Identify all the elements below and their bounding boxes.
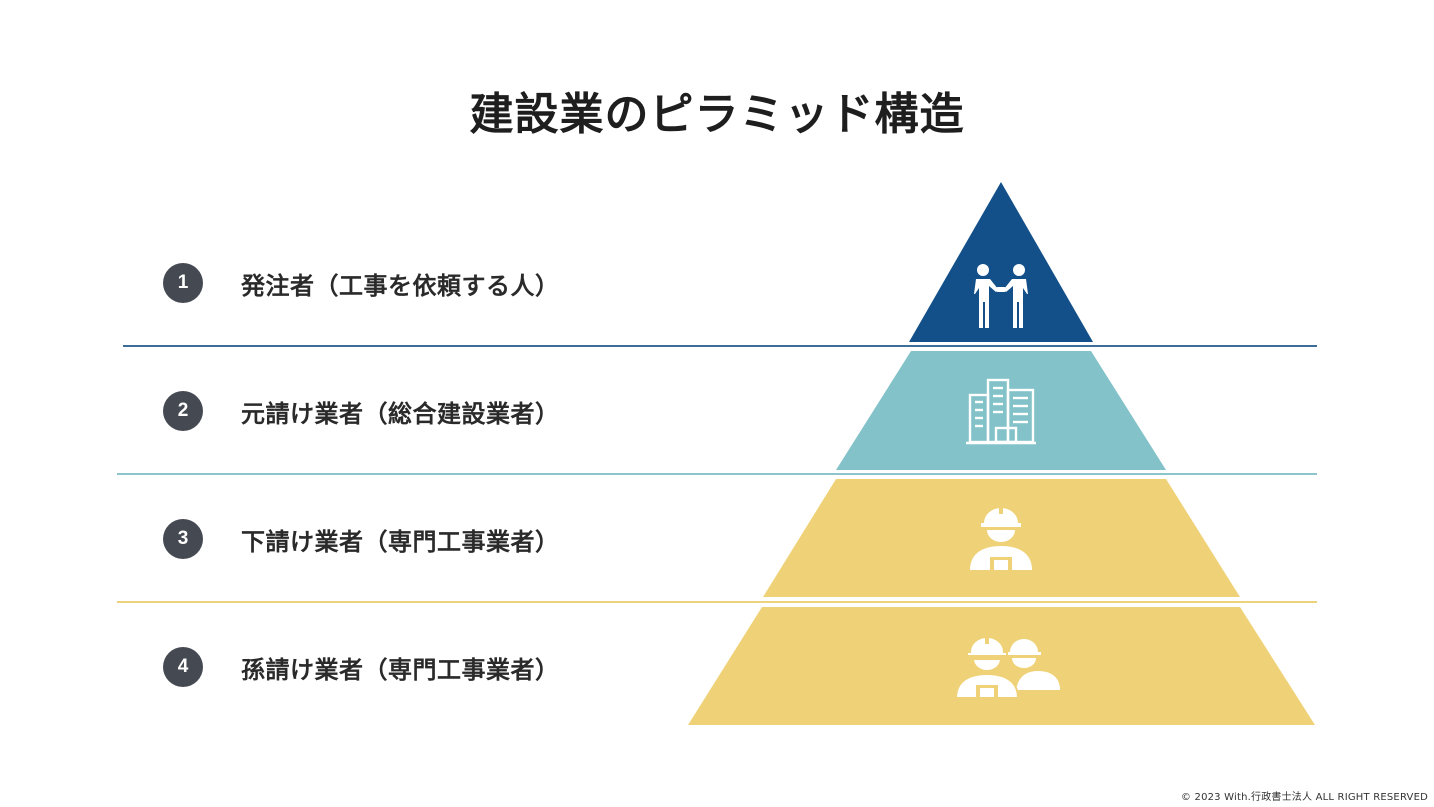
tier-text-3: 下請け業者（専門工事業者） <box>241 527 560 556</box>
pyramid-tier-4 <box>688 607 1315 725</box>
tier-number-badge-4: 4 <box>163 647 203 687</box>
tier-label-3: 3 下請け業者（専門工事業者） <box>163 519 560 559</box>
tier-number-badge-1: 1 <box>163 263 203 303</box>
tier-number-badge-3: 3 <box>163 519 203 559</box>
copyright-footer: © 2023 With.行政書士法人 ALL RIGHT RESERVED <box>1180 792 1428 803</box>
pyramid-tier-2 <box>836 351 1166 470</box>
construction-worker-icon <box>970 506 1032 570</box>
page-title: 建設業のピラミッド構造 <box>469 89 965 140</box>
tier-label-2: 2 元請け業者（総合建設業者） <box>163 391 560 431</box>
tier-label-1: 1 発注者（工事を依頼する人） <box>163 263 560 303</box>
construction-workers-group-icon <box>954 636 1060 699</box>
tier-text-1: 発注者（工事を依頼する人） <box>241 271 560 300</box>
pyramid-tier-1 <box>909 182 1093 342</box>
office-buildings-icon <box>966 378 1036 445</box>
tier-label-4: 4 孫請け業者（専門工事業者） <box>163 647 560 687</box>
tier-text-2: 元請け業者（総合建設業者） <box>241 399 560 428</box>
tier-number-badge-2: 2 <box>163 391 203 431</box>
tier-text-4: 孫請け業者（専門工事業者） <box>241 655 560 684</box>
handshake-icon <box>974 264 1028 328</box>
